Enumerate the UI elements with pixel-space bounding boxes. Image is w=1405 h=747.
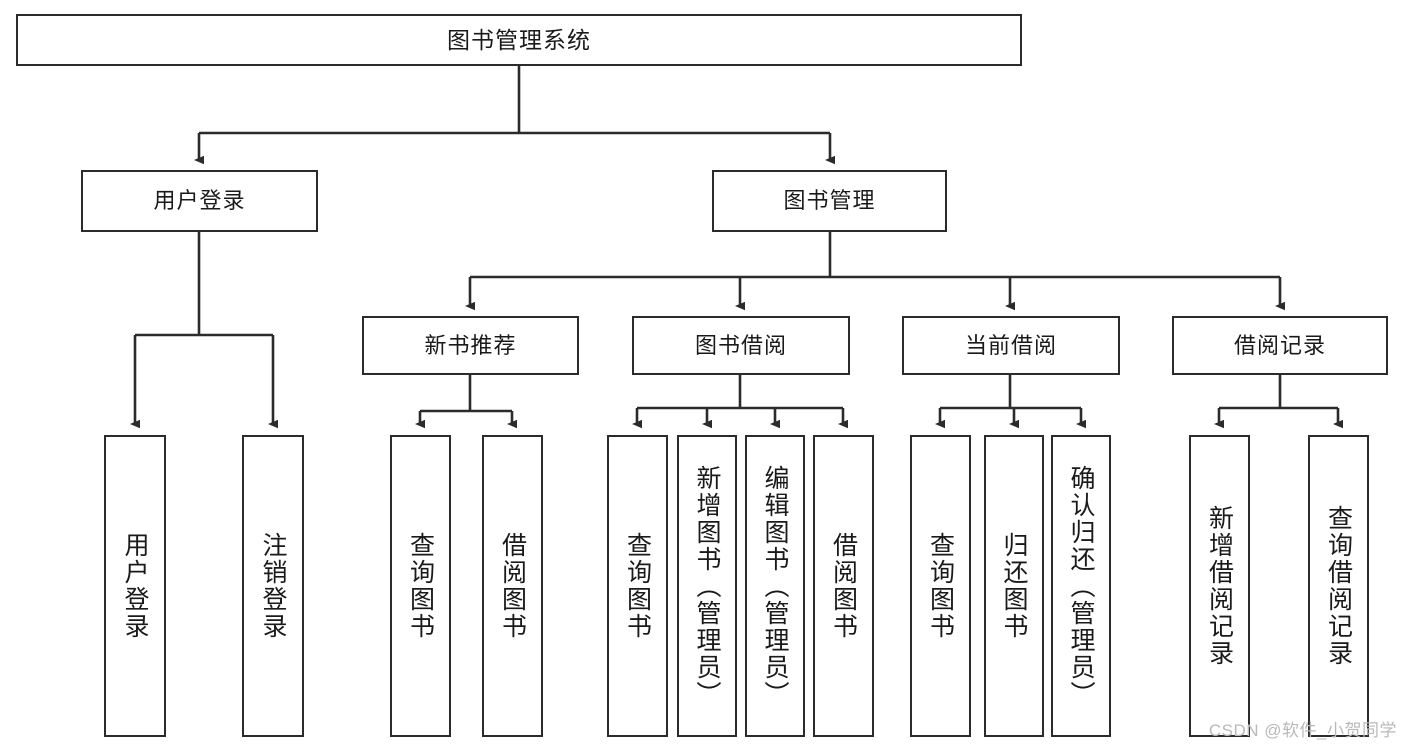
leaf-query-book-new[interactable]: 查询图书 [390, 435, 451, 737]
node-label: 借阅记录 [1233, 332, 1326, 358]
leaf-add-borrow-record[interactable]: 新增借阅记录 [1189, 435, 1250, 737]
node-label: 归还图书 [1000, 532, 1028, 640]
node-label: 新增图书（管理员） [693, 464, 721, 708]
node-label: 图书管理 [783, 188, 876, 213]
leaf-return-book[interactable]: 归还图书 [984, 435, 1044, 737]
node-label: 查询图书 [926, 532, 955, 640]
node-label: 注销登录 [259, 532, 287, 640]
node-user-login[interactable]: 用户登录 [81, 170, 318, 232]
leaf-edit-book[interactable]: 编辑图书（管理员） [745, 435, 805, 737]
node-new-book-recommendation[interactable]: 新书推荐 [362, 316, 579, 375]
leaf-logout-login[interactable]: 注销登录 [242, 435, 304, 737]
leaf-borrow-book-new[interactable]: 借阅图书 [482, 435, 543, 737]
node-book-borrowing[interactable]: 图书借阅 [632, 316, 850, 375]
leaf-query-book-borrow[interactable]: 查询图书 [607, 435, 668, 737]
node-label: 借阅图书 [829, 532, 858, 640]
node-root-system[interactable]: 图书管理系统 [16, 14, 1022, 66]
node-label: 查询借阅记录 [1324, 505, 1353, 667]
node-label: 用户登录 [153, 188, 246, 213]
leaf-query-book-current[interactable]: 查询图书 [910, 435, 971, 737]
leaf-query-borrow-record[interactable]: 查询借阅记录 [1308, 435, 1369, 737]
leaf-borrow-book[interactable]: 借阅图书 [813, 435, 874, 737]
node-label: 查询图书 [406, 532, 435, 640]
node-label: 查询图书 [623, 532, 652, 640]
node-label: 图书借阅 [694, 332, 787, 358]
leaf-user-login[interactable]: 用户登录 [104, 435, 166, 737]
leaf-add-book[interactable]: 新增图书（管理员） [677, 435, 737, 737]
node-label: 用户登录 [121, 532, 149, 640]
node-label: 新增借阅记录 [1205, 505, 1234, 667]
node-borrowing-record[interactable]: 借阅记录 [1172, 316, 1388, 375]
node-label: 借阅图书 [498, 532, 527, 640]
node-label: 新书推荐 [424, 332, 517, 358]
watermark-text: CSDN @软件_小贺同学 [1208, 721, 1397, 740]
leaf-confirm-return[interactable]: 确认归还（管理员） [1051, 435, 1111, 737]
node-current-borrowing[interactable]: 当前借阅 [902, 316, 1120, 375]
node-label: 当前借阅 [964, 332, 1057, 358]
node-book-management[interactable]: 图书管理 [712, 170, 947, 232]
node-label: 编辑图书（管理员） [761, 464, 789, 708]
node-label: 图书管理系统 [447, 26, 591, 53]
node-label: 确认归还（管理员） [1067, 464, 1095, 708]
